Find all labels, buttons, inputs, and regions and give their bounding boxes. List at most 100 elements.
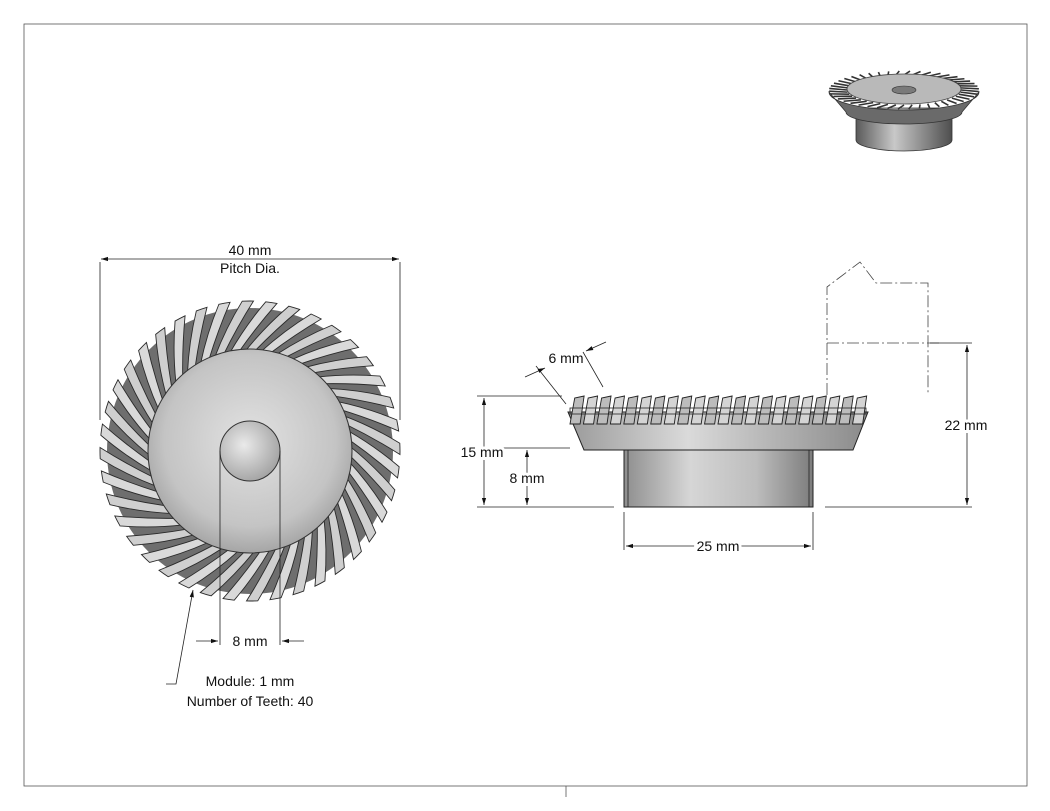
- side-tooth: [784, 395, 800, 425]
- gear-tooth: [336, 400, 400, 432]
- side-tooth: [609, 395, 626, 425]
- iso-tooth: [955, 95, 970, 101]
- iso-tooth: [958, 93, 975, 98]
- sheet-border: [23, 23, 1028, 787]
- iso-tooth: [960, 91, 978, 95]
- iso-tooth: [946, 99, 957, 105]
- iso-tooth: [960, 87, 979, 90]
- iso-tooth: [876, 103, 889, 109]
- iso-tooth: [951, 97, 964, 103]
- gear-tooth: [269, 537, 301, 601]
- gear-tooth: [199, 550, 256, 597]
- iso-tooth: [934, 102, 940, 108]
- iso-tooth: [918, 104, 921, 109]
- side-tooth: [663, 395, 679, 425]
- mounting-distance-value: 22 mm: [945, 417, 988, 433]
- teeth-count-note: Number of Teeth: 40: [187, 693, 314, 709]
- pitch-dia-value: 40 mm: [229, 242, 272, 258]
- side-tooth: [582, 395, 599, 425]
- gear-tooth: [99, 446, 158, 488]
- gear-tooth: [343, 476, 377, 543]
- iso-tooth: [830, 85, 848, 89]
- side-tooth: [717, 395, 733, 425]
- mating-gear-phantom: [826, 261, 940, 395]
- hub-diameter-value: 25 mm: [697, 538, 740, 554]
- gear-tooth: [112, 378, 153, 442]
- iso-tooth: [887, 104, 897, 110]
- isometric-view: [828, 70, 980, 152]
- gear-tooth: [123, 359, 157, 426]
- side-tooth: [569, 395, 585, 425]
- gear-tooth: [155, 326, 173, 398]
- iso-tooth: [926, 103, 931, 109]
- gear-tooth: [140, 537, 210, 563]
- gear-tooth: [275, 324, 342, 358]
- gear-tooth: [114, 515, 184, 528]
- face-width-value: 6 mm: [549, 350, 584, 366]
- gear-tooth: [316, 374, 386, 387]
- gear-tooth: [245, 543, 287, 602]
- gear-tooth: [222, 548, 272, 601]
- gear-tooth: [105, 493, 173, 515]
- bore: [219, 420, 281, 482]
- iso-tooth: [908, 104, 913, 110]
- gear-tooth: [327, 504, 345, 576]
- gear-tooth: [100, 423, 153, 473]
- iso-bore: [891, 85, 917, 95]
- iso-tooth: [897, 104, 905, 110]
- side-tooth: [744, 395, 760, 425]
- gear-tooth: [336, 491, 362, 561]
- gear-tooth: [100, 470, 164, 502]
- side-tooth: [623, 395, 639, 425]
- side-tooth: [690, 395, 706, 425]
- gear-tooth: [228, 301, 278, 354]
- bore-value: 8 mm: [233, 633, 268, 649]
- front-view: 40 mm Pitch Dia. 8 mm Module: 1 mm Numbe…: [99, 242, 401, 709]
- iso-tooth: [940, 100, 949, 107]
- iso-tooth: [838, 79, 853, 85]
- gear-tooth: [244, 305, 301, 352]
- iso-tooth: [829, 87, 848, 91]
- module-note: Module: 1 mm: [206, 673, 295, 689]
- hub-height-value: 8 mm: [510, 470, 545, 486]
- gear-tooth: [349, 445, 396, 502]
- gear-tooth: [158, 544, 225, 578]
- iso-tooth: [867, 102, 881, 108]
- side-tooth: [811, 395, 827, 425]
- gear-tooth: [138, 341, 164, 411]
- gear-tooth: [314, 517, 327, 587]
- iso-tooth: [960, 89, 979, 93]
- side-tooth: [798, 395, 814, 425]
- side-view: 15 mm 8 mm 22 mm 25 mm 6 mm: [458, 261, 990, 557]
- gear-teeth-side: [569, 395, 868, 425]
- iso-cone: [828, 90, 980, 125]
- gear-tooth: [125, 528, 197, 546]
- hub: [623, 444, 814, 508]
- gear-tooth: [342, 414, 401, 456]
- side-tooth: [838, 395, 854, 425]
- gear-tooth: [347, 460, 388, 524]
- iso-tooth: [858, 101, 874, 106]
- pitch-dia-label: Pitch Dia.: [220, 260, 280, 276]
- side-tooth: [852, 395, 868, 425]
- gear-tooth: [177, 548, 241, 589]
- iso-tooth: [833, 82, 850, 87]
- iso-tooth: [951, 80, 971, 83]
- gear-tooth: [290, 339, 360, 365]
- side-tooth: [771, 395, 787, 425]
- iso-tooth: [837, 97, 857, 100]
- gear-tooth: [292, 528, 314, 596]
- iso-tooth: [850, 100, 867, 105]
- gear-tooth: [327, 387, 395, 409]
- gear-tooth: [259, 313, 323, 354]
- side-tooth: [636, 395, 652, 425]
- side-tooth: [596, 395, 612, 425]
- gear-tooth: [347, 429, 400, 479]
- side-tooth: [650, 395, 666, 425]
- overall-height-value: 15 mm: [461, 444, 504, 460]
- iso-tooth: [829, 90, 848, 93]
- gear-tooth: [213, 300, 255, 359]
- side-tooth-band: [569, 407, 867, 415]
- side-tooth: [704, 395, 720, 425]
